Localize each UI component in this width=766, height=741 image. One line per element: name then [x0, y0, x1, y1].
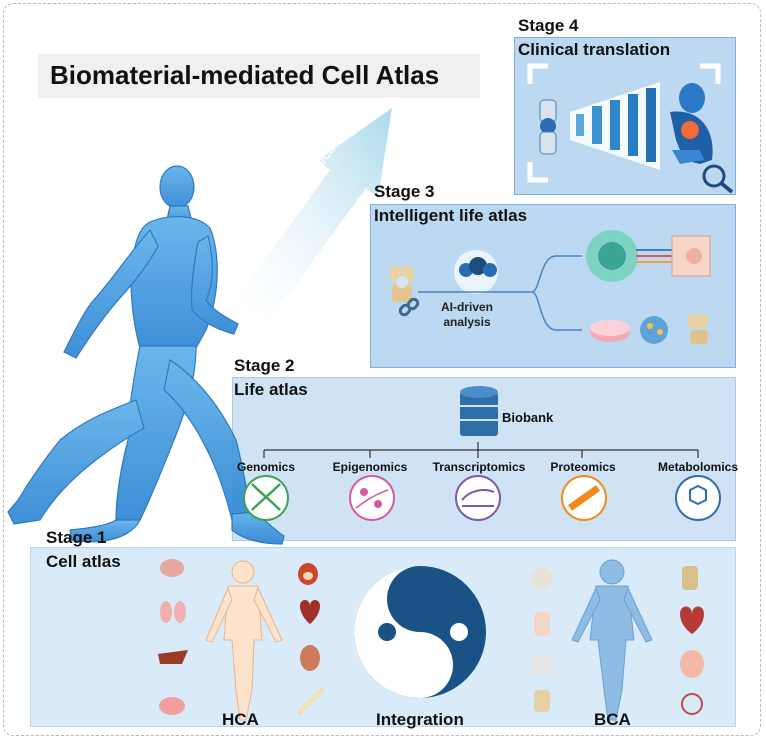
liver-icon: [158, 650, 188, 664]
stage4-label: Stage 4: [518, 16, 579, 35]
stage3-name: Intelligent life atlas: [374, 206, 528, 225]
omics-tree: [263, 442, 699, 458]
ai-analysis-label: AI-driven analysis: [432, 300, 502, 330]
ai-label-line1: AI-driven: [440, 300, 493, 314]
stage4-label-bg: [512, 14, 590, 36]
mouth-icon: [298, 563, 318, 585]
database-icon: [460, 386, 498, 436]
bone-icon: [297, 687, 325, 715]
implant-icon: [682, 566, 698, 590]
hca-label: HCA: [222, 710, 259, 729]
breast-implant-icon: [680, 650, 704, 678]
lungs-icon: [160, 601, 186, 623]
stage1-label: Stage 1: [46, 528, 107, 547]
stage3-panel: [370, 204, 736, 368]
kidney-icon: [300, 645, 320, 671]
rna-icon: [455, 475, 501, 521]
stage1-name: Cell atlas: [46, 552, 121, 571]
human-outline-hca: [205, 560, 283, 721]
patient-pain-icon: [670, 83, 713, 164]
omics-proteomics: Proteomics: [550, 460, 616, 474]
omics-epigenomics: Epigenomics: [332, 460, 408, 474]
page-title: Biomaterial-mediated Cell Atlas: [50, 60, 440, 90]
biobank-label: Biobank: [502, 410, 554, 425]
human-outline-bca: [571, 559, 653, 721]
dashed-frame: [3, 3, 761, 736]
integration-label: Integration: [376, 710, 464, 729]
stage2-name: Life atlas: [234, 380, 308, 399]
stage2-label: Stage 2: [234, 356, 295, 375]
dna-icon: [243, 475, 289, 521]
hand-icon: [534, 612, 550, 636]
omics-transcriptomics: Transcriptomics: [432, 460, 526, 474]
vessel-icon: [681, 693, 703, 715]
protein-icon: [561, 475, 607, 521]
yin-yang-icon: [354, 566, 486, 698]
magnifier-icon: [702, 164, 734, 194]
hip-icon: [532, 656, 552, 676]
knee-joint-icon-stage3: [390, 266, 414, 302]
chromatin-icon: [349, 475, 395, 521]
scaffold-particle-icon: [640, 316, 668, 344]
brain-icon: [160, 559, 184, 577]
corner-brackets: [527, 63, 721, 183]
human-body-walking-illustration: [7, 165, 285, 545]
knee-joint-icon: [539, 99, 557, 155]
gears-icon: [454, 250, 498, 294]
ai-label-line2: analysis: [443, 315, 491, 329]
heart-icon: [300, 600, 320, 624]
petri-dish-icon: [590, 320, 630, 342]
stomach-icon: [159, 697, 185, 715]
stage4-name: Clinical translation: [518, 40, 671, 59]
title-bar: [38, 54, 480, 98]
stage3-label: Stage 3: [374, 182, 435, 201]
knee-icon-stage3: [688, 314, 708, 344]
skull-icon: [531, 567, 553, 589]
upward-arrow-icon: [236, 108, 392, 320]
knee-icon: [534, 690, 550, 712]
molecule-icon: [675, 475, 721, 521]
flow-arrows: [418, 255, 582, 331]
pacemaker-icon: [680, 606, 704, 634]
link-icon: [398, 297, 420, 317]
omics-metabolomics: Metabolomics: [657, 460, 738, 474]
bca-label: BCA: [594, 710, 631, 729]
stem-cell-icon: [586, 230, 711, 282]
omics-genomics: Genomics: [236, 460, 296, 474]
neural-network-icon: [570, 82, 660, 170]
